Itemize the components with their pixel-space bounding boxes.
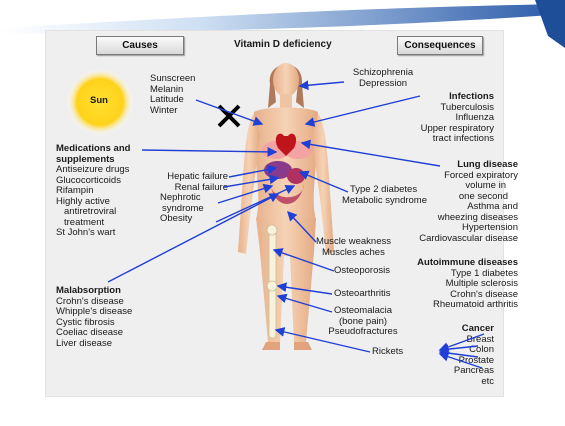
infection-item: Influenza: [410, 113, 494, 124]
psychiatric-block: Schizophrenia Depression: [338, 68, 428, 89]
factor-winter: Winter: [150, 106, 195, 117]
cause-obesity: Obesity: [148, 214, 228, 225]
organ-causes: Hepatic failure Renal failure Nephrotic …: [148, 172, 228, 225]
medications-heading: Medications and: [56, 144, 130, 155]
sun-label: Sun: [90, 96, 108, 107]
medication-item: Antiseizure drugs: [56, 165, 130, 176]
consequence-type2-diabetes: Type 2 diabetes: [342, 185, 427, 196]
consequence-osteoporosis: Osteoporosis: [334, 266, 390, 277]
cancer-heading: Cancer: [440, 324, 494, 335]
cause-nephrotic: Nephrotic: [148, 193, 228, 204]
cause-hepatic-failure: Hepatic failure: [148, 172, 228, 183]
autoimmune-heading: Autoimmune diseases: [400, 258, 518, 269]
lung-item: Hypertension: [408, 223, 518, 234]
autoimmune-block: Autoimmune diseases Type 1 diabetes Mult…: [400, 258, 518, 311]
cancer-item: etc: [440, 377, 494, 388]
consequence-metabolic-syndrome: Metabolic syndrome: [342, 196, 427, 207]
consequence-osteoarthritis: Osteoarthritis: [334, 289, 391, 300]
consequence-schizophrenia: Schizophrenia: [338, 68, 428, 79]
autoimmune-item: Rheumatoid arthritis: [400, 300, 518, 311]
factor-latitude: Latitude: [150, 95, 195, 106]
cross-icon: [216, 103, 242, 129]
consequence-rickets: Rickets: [372, 347, 403, 358]
malabsorption-item: Coeliac disease: [56, 328, 132, 339]
lung-heading: Lung disease: [408, 160, 518, 171]
consequence-muscle-aches: Muscles aches: [316, 248, 391, 259]
diagram-title: Vitamin D deficiency: [234, 40, 332, 51]
factor-sunscreen: Sunscreen: [150, 74, 195, 85]
consequence-depression: Depression: [338, 79, 428, 90]
lung-item: Cardiovascular disease: [408, 234, 518, 245]
malabsorption-item: Whipple's disease: [56, 307, 132, 318]
medication-item: St John's wart: [56, 228, 130, 239]
cancer-item: Colon: [440, 345, 494, 356]
medications-block: Medications and supplements Antiseizure …: [56, 144, 130, 239]
infection-item: tract infections: [410, 134, 494, 145]
medication-item: antiretroviral: [56, 207, 130, 218]
malabsorption-item: Liver disease: [56, 339, 132, 350]
consequence-pseudofractures: Pseudofractures: [318, 327, 408, 338]
infections-heading: Infections: [410, 92, 494, 103]
medication-item: Rifampin: [56, 186, 130, 197]
autoimmune-item: Multiple sclerosis: [400, 279, 518, 290]
consequence-muscle-weakness: Muscle weakness: [316, 237, 391, 248]
muscle-block: Muscle weakness Muscles aches: [316, 237, 391, 258]
osteomalacia-block: Osteomalacia (bone pain) Pseudofractures: [318, 306, 408, 338]
causes-header: Causes: [96, 36, 184, 55]
malabsorption-heading: Malabsorption: [56, 286, 132, 297]
cancer-item: Pancreas: [440, 366, 494, 377]
infections-block: Infections Tuberculosis Influenza Upper …: [410, 92, 494, 145]
consequence-osteomalacia: Osteomalacia: [318, 306, 408, 317]
sun-factors: Sunscreen Melanin Latitude Winter: [150, 74, 195, 116]
metabolic-block: Type 2 diabetes Metabolic syndrome: [342, 185, 427, 206]
consequences-header: Consequences: [397, 36, 483, 55]
cancer-block: Cancer Breast Colon Prostate Pancreas et…: [440, 324, 494, 387]
malabsorption-block: Malabsorption Crohn's disease Whipple's …: [56, 286, 132, 349]
